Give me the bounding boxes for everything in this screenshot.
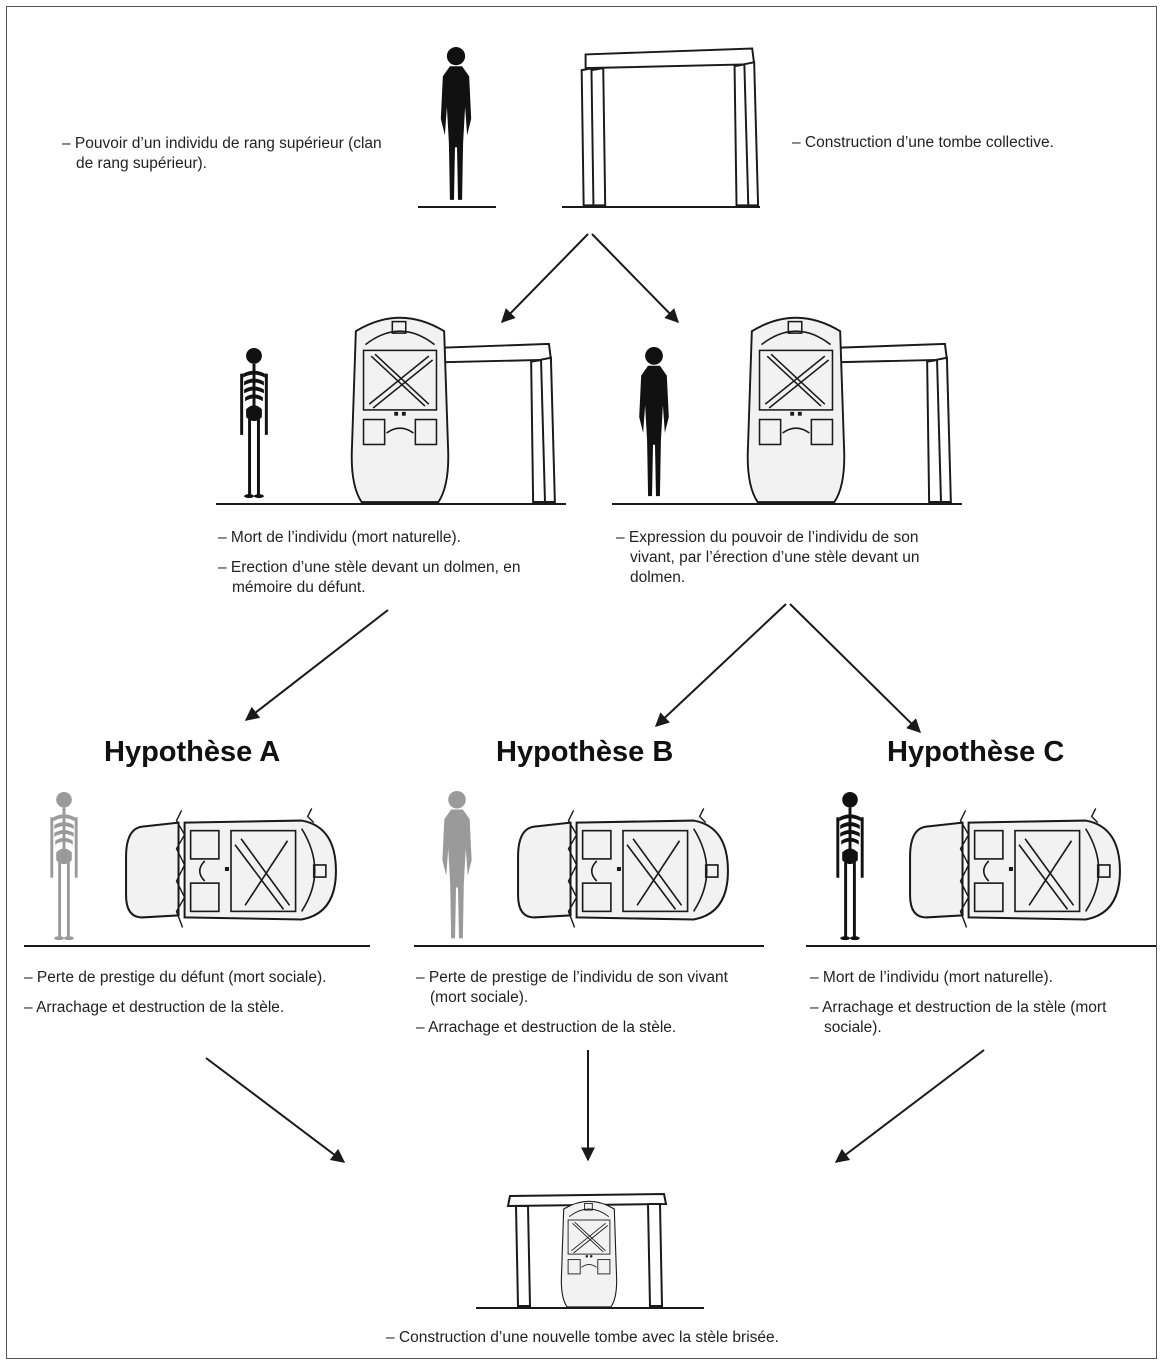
caption-hypothesis-b: – Perte de prestige de l’individu de son… — [416, 969, 728, 1036]
person-silhouette-icon — [440, 47, 472, 200]
caption-middle-right: – Expression du pouvoir de l’individu de… — [616, 529, 920, 586]
hypothesis-a-title: Hypothèse A — [104, 736, 281, 768]
hypothesis-c-title: Hypothèse C — [887, 736, 1065, 768]
person-faded-icon — [442, 790, 472, 939]
stele-icon — [746, 316, 846, 504]
caption-bottom: – Construction d’une nouvelle tombe avec… — [386, 1329, 779, 1346]
person-silhouette-icon — [639, 346, 669, 497]
arrows-top — [501, 233, 679, 324]
arrows-bottom — [205, 1049, 985, 1163]
broken-stele-icon — [124, 807, 338, 929]
diagram-frame — [6, 6, 1157, 1359]
broken-stele-icon — [908, 807, 1122, 929]
dolmen-icon — [580, 47, 760, 207]
hypothesis-b-title: Hypothèse B — [496, 736, 674, 768]
broken-stele-icon — [516, 807, 730, 929]
caption-top-left: – Pouvoir d’un individu de rang supérieu… — [62, 135, 382, 172]
caption-top-right: – Construction d’une tombe collective. — [792, 134, 1054, 151]
caption-middle-left: – Mort de l’individu (mort naturelle). –… — [218, 529, 521, 596]
arrows-middle — [244, 603, 921, 733]
caption-hypothesis-c: – Mort de l’individu (mort naturelle). –… — [810, 969, 1107, 1036]
caption-hypothesis-a: – Perte de prestige du défunt (mort soci… — [24, 969, 327, 1016]
skeleton-faded-icon — [50, 791, 78, 941]
skeleton-icon — [240, 347, 268, 499]
skeleton-icon — [836, 791, 864, 941]
new-tomb-icon — [506, 1192, 668, 1308]
stele-icon — [350, 316, 450, 504]
